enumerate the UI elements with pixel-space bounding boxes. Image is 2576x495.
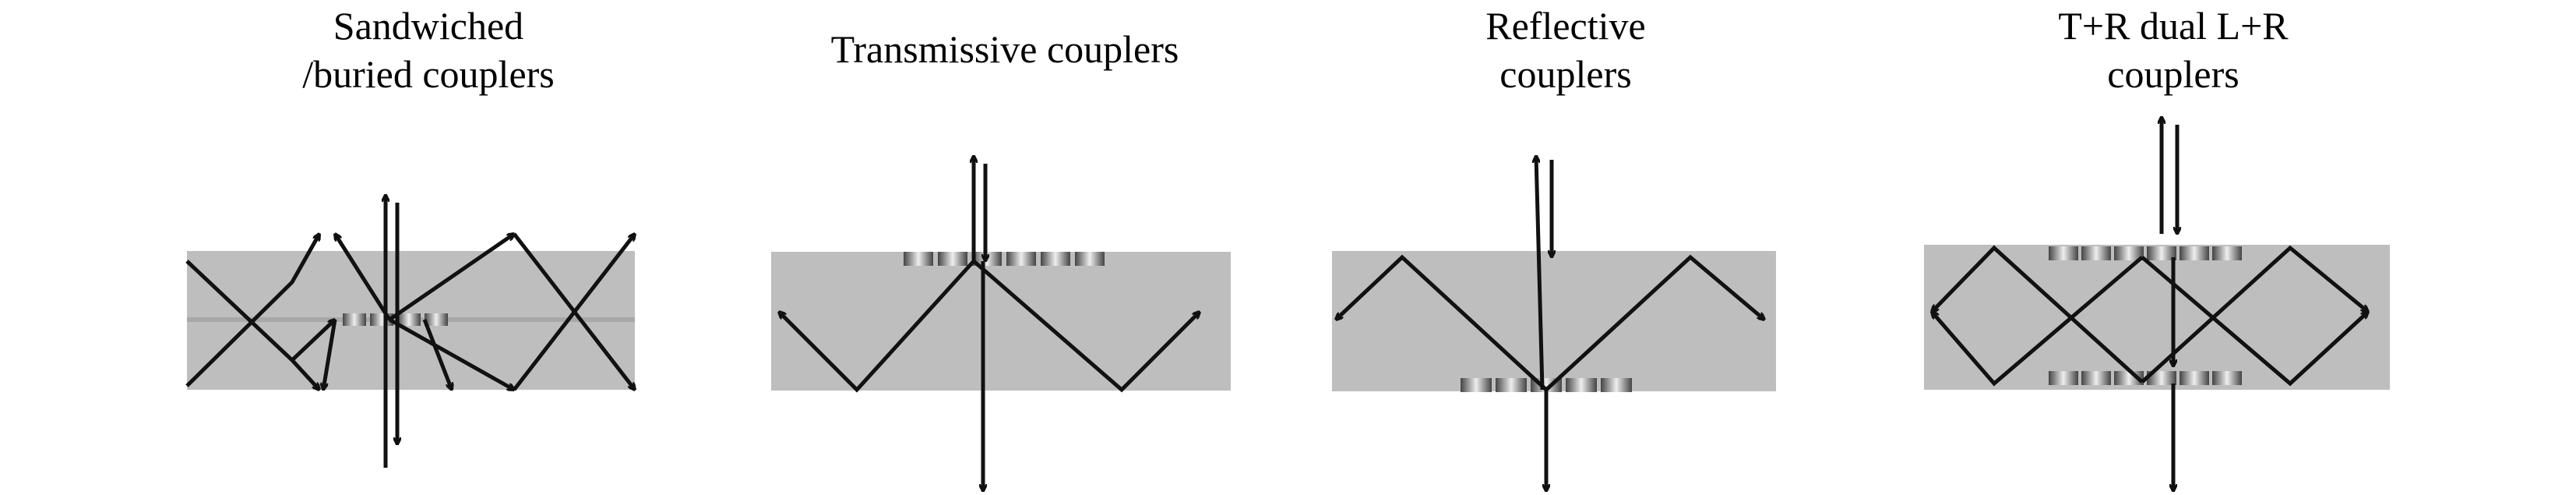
ray-arrows bbox=[779, 156, 1200, 491]
ray-arrows bbox=[1932, 117, 2368, 491]
title-line-1: T+R dual L+R bbox=[2058, 4, 2289, 48]
panel-reflective-couplers: Reflective couplers bbox=[1332, 0, 1799, 495]
title-line-2: couplers bbox=[1499, 52, 1632, 96]
title-line-1: Transmissive couplers bbox=[830, 27, 1179, 71]
panel-transmissive-couplers: Transmissive couplers bbox=[763, 0, 1246, 495]
waveguide-slab bbox=[771, 252, 1231, 391]
title-line-1: Reflective bbox=[1485, 4, 1646, 48]
waveguide-slab bbox=[1332, 251, 1776, 391]
panel-sandwiched-couplers: Sandwiched /buried couplers bbox=[179, 0, 678, 495]
panel-title: T+R dual L+R couplers bbox=[1924, 2, 2423, 98]
title-line-1: Sandwiched bbox=[333, 4, 524, 48]
top-grating-coupler bbox=[2049, 246, 2242, 260]
ray-arrows bbox=[1336, 156, 1764, 491]
dual-coupler-diagram bbox=[1924, 0, 2390, 495]
panel-title: Sandwiched /buried couplers bbox=[179, 2, 678, 98]
panel-title: Transmissive couplers bbox=[763, 25, 1246, 73]
transmissive-coupler-diagram bbox=[771, 0, 1231, 495]
panel-title: Reflective couplers bbox=[1332, 2, 1799, 98]
ray-arrows bbox=[185, 195, 635, 468]
sandwiched-coupler-diagram bbox=[185, 0, 678, 468]
panel-dual-couplers: T+R dual L+R couplers bbox=[1924, 0, 2423, 495]
reflective-coupler-diagram bbox=[1332, 0, 1776, 495]
grating-coupler bbox=[904, 252, 1105, 266]
title-line-2: couplers bbox=[2107, 52, 2239, 96]
title-line-2: /buried couplers bbox=[302, 52, 555, 96]
